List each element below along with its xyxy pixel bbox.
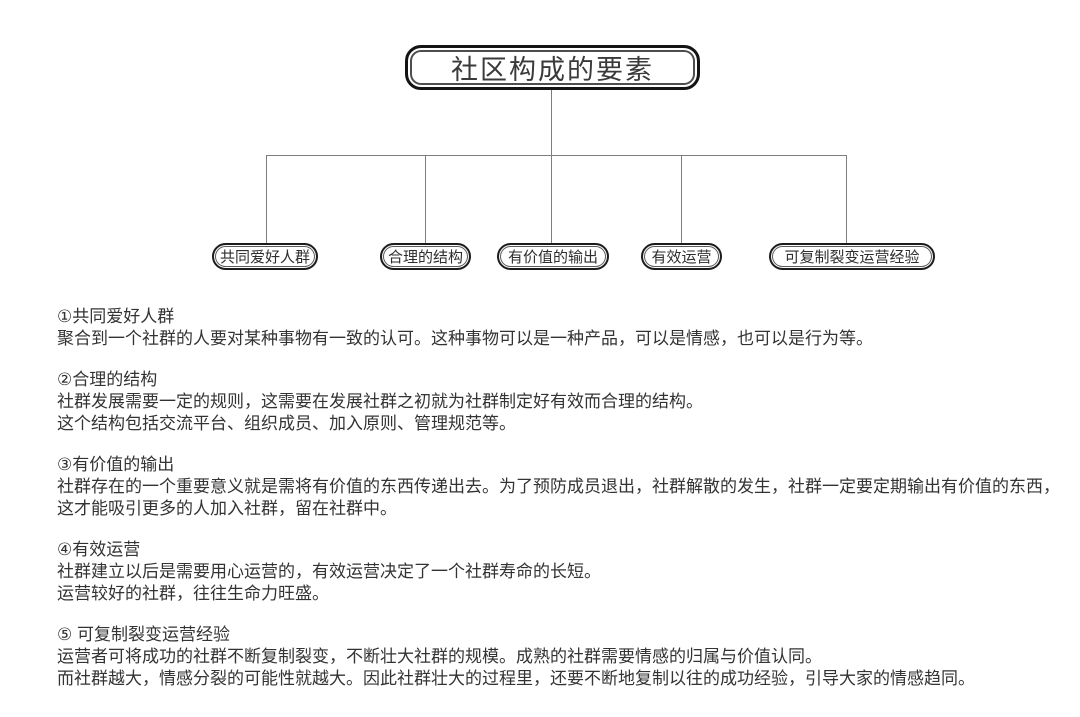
node-replicable-fission-experience: 可复制裂变运营经验: [769, 243, 935, 270]
node-label: 有价值的输出: [507, 249, 598, 266]
root-node-label: 社区构成的要素: [451, 55, 654, 85]
section-line: 社群存在的一个重要意义就是需将有价值的东西传递出去。为了预防成员退出，社群解散的…: [57, 477, 1060, 496]
section-line: 运营者可将成功的社群不断复制裂变，不断壮大社群的规模。成熟的社群需要情感的归属与…: [57, 647, 822, 666]
connector-root-stem: [551, 90, 552, 155]
connector-drop-1: [266, 155, 267, 243]
section-line: 社群发展需要一定的规则，这需要在发展社群之初就为社群制定好有效而合理的结构。: [57, 392, 703, 411]
section-replicable-fission-experience: ⑤ 可复制裂变运营经验 运营者可将成功的社群不断复制裂变，不断壮大社群的规模。成…: [57, 624, 1072, 690]
connector-drop-4: [681, 155, 682, 243]
node-valuable-output: 有价值的输出: [497, 243, 609, 270]
section-heading: ④有效运营: [57, 540, 141, 559]
section-line: 社群建立以后是需要用心运营的，有效运营决定了一个社群寿命的长短。: [57, 562, 601, 581]
connector-drop-2: [425, 155, 426, 243]
section-heading: ①共同爱好人群: [57, 307, 175, 326]
node-label: 共同爱好人群: [219, 249, 310, 266]
node-effective-operation: 有效运营: [641, 243, 722, 270]
node-label: 有效运营: [651, 249, 712, 266]
section-line: 运营较好的社群，往往生命力旺盛。: [57, 584, 329, 603]
node-label: 合理的结构: [387, 249, 463, 266]
section-valuable-output: ③有价值的输出 社群存在的一个重要意义就是需将有价值的东西传递出去。为了预防成员…: [57, 454, 1072, 520]
section-line: 而社群越大，情感分裂的可能性就越大。因此社群壮大的过程里，还要不断地复制以往的成…: [57, 669, 975, 688]
description-text: ①共同爱好人群 聚合到一个社群的人要对某种事物有一致的认可。这种事物可以是一种产…: [57, 306, 1072, 709]
section-heading: ③有价值的输出: [57, 455, 175, 474]
section-shared-interest-group: ①共同爱好人群 聚合到一个社群的人要对某种事物有一致的认可。这种事物可以是一种产…: [57, 306, 1072, 350]
section-line: 这才能吸引更多的人加入社群，留在社群中。: [57, 499, 397, 518]
section-heading: ②合理的结构: [57, 370, 158, 389]
node-shared-interest-group: 共同爱好人群: [212, 243, 318, 270]
section-line: 这个结构包括交流平台、组织成员、加入原则、管理规范等。: [57, 414, 516, 433]
section-reasonable-structure: ②合理的结构 社群发展需要一定的规则，这需要在发展社群之初就为社群制定好有效而合…: [57, 369, 1072, 435]
section-effective-operation: ④有效运营 社群建立以后是需要用心运营的，有效运营决定了一个社群寿命的长短。 运…: [57, 539, 1072, 605]
connector-drop-5: [846, 155, 847, 243]
section-line: 聚合到一个社群的人要对某种事物有一致的认可。这种事物可以是一种产品，可以是情感，…: [57, 329, 873, 348]
node-reasonable-structure: 合理的结构: [380, 243, 471, 270]
connector-branch-bar: [266, 155, 847, 156]
section-heading: ⑤ 可复制裂变运营经验: [57, 625, 230, 644]
root-node: 社区构成的要素: [405, 45, 700, 90]
node-label: 可复制裂变运营经验: [784, 249, 920, 266]
connector-drop-3: [551, 155, 552, 243]
